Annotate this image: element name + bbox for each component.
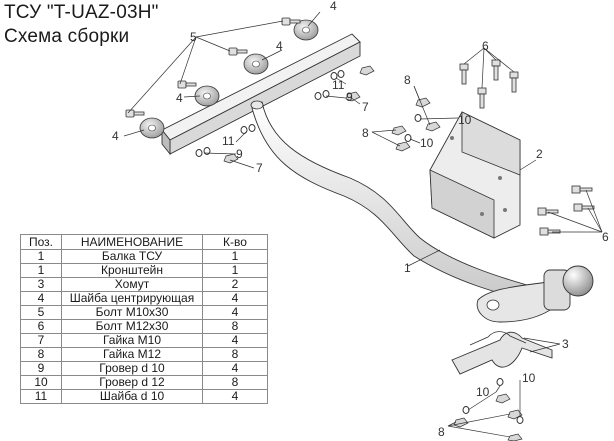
cell-quantity: 8 — [202, 319, 268, 334]
clamp-part — [451, 331, 553, 375]
table-row: 3 Хомут 2 — [20, 277, 268, 292]
callout-grover-12-a: 10 — [458, 113, 472, 127]
drawing-title: ТСУ "T-UAZ-03H" — [4, 2, 159, 23]
cell-name: Гровер d 10 — [61, 361, 203, 376]
cell-name: Гайка М12 — [61, 347, 203, 362]
table-row: 9 Гровер d 10 4 — [20, 361, 268, 376]
callout-bracket: 2 — [536, 147, 543, 161]
callout-grover-12-b: 10 — [420, 136, 434, 150]
callout-washer-center-d: 4 — [112, 129, 119, 143]
callout-clamp: 3 — [562, 337, 569, 351]
cell-position: 11 — [20, 389, 62, 404]
cell-position: 6 — [20, 319, 62, 334]
callout-labels: 5 4 4 4 4 6 6 11 9 7 11 9 7 8 10 8 10 2 … — [112, 0, 609, 439]
header-position: Поз. — [20, 234, 62, 250]
callout-nut-m12-a: 8 — [404, 73, 411, 87]
cell-name: Шайба d 10 — [61, 389, 203, 404]
cell-name: Шайба центрирующая — [61, 291, 203, 306]
callout-grover-10-b: 9 — [346, 90, 353, 104]
callout-beam: 1 — [404, 261, 411, 275]
callout-grover-10-c: 11 — [222, 134, 235, 148]
table-row: 11 Шайба d 10 4 — [20, 389, 268, 404]
centering-washers — [139, 19, 319, 139]
bolts-m10 — [125, 17, 301, 118]
callout-washer-center-b: 4 — [276, 39, 283, 53]
bracket-part — [429, 111, 521, 239]
parts-table: Поз. НАИМЕНОВАНИЕ К-во 1 Балка ТСУ 1 1 К… — [20, 234, 268, 404]
cell-name: Балка ТСУ — [61, 249, 203, 264]
cell-quantity: 4 — [202, 333, 268, 348]
cell-position: 10 — [20, 375, 62, 390]
fastener-washers — [195, 70, 524, 424]
header-quantity: К-во — [202, 234, 268, 250]
tow-beam-part — [250, 100, 594, 323]
cell-quantity: 8 — [202, 375, 268, 390]
callout-nut-m10-b: 7 — [256, 161, 263, 175]
cell-position: 4 — [20, 291, 62, 306]
callout-nut-m12-b: 8 — [362, 126, 369, 140]
callout-grover-12-c: 10 — [476, 385, 490, 399]
cell-quantity: 8 — [202, 347, 268, 362]
cell-position: 9 — [20, 361, 62, 376]
cell-position: 8 — [20, 347, 62, 362]
callout-bolt-m10: 5 — [190, 30, 197, 44]
cell-position: 1 — [20, 249, 62, 264]
cell-quantity: 4 — [202, 361, 268, 376]
parts-table-header: Поз. НАИМЕНОВАНИЕ К-во — [20, 234, 268, 250]
callout-washer-center-c: 4 — [176, 91, 183, 105]
cell-position: 5 — [20, 305, 62, 320]
callout-nut-m12-c: 8 — [438, 425, 445, 439]
callout-bolts-m12-side: 6 — [602, 230, 609, 244]
crossbar-part — [161, 33, 361, 156]
table-row: 10 Гровер d 12 8 — [20, 375, 268, 390]
cell-quantity: 4 — [202, 389, 268, 404]
cell-quantity: 1 — [202, 249, 268, 264]
callout-washer-center-a: 4 — [330, 0, 337, 13]
drawing-subtitle: Схема сборки — [4, 26, 130, 47]
callout-bolts-m12-top: 6 — [482, 39, 489, 53]
table-row: 4 Шайба центрирующая 4 — [20, 291, 268, 306]
cell-name: Гайка М10 — [61, 333, 203, 348]
cell-quantity: 4 — [202, 291, 268, 306]
cell-name: Гровер d 12 — [61, 375, 203, 390]
table-row: 7 Гайка М10 4 — [20, 333, 268, 348]
callout-grover-12-d: 10 — [522, 371, 536, 385]
cell-quantity: 1 — [202, 263, 268, 278]
table-row: 6 Болт М12х30 8 — [20, 319, 268, 334]
header-name: НАИМЕНОВАНИЕ — [61, 234, 203, 250]
table-row: 1 Балка ТСУ 1 — [20, 249, 268, 264]
callout-grover-10-a: 11 — [332, 78, 345, 92]
table-row: 8 Гайка М12 8 — [20, 347, 268, 362]
bolts-m12 — [459, 59, 595, 236]
leader-lines — [123, 11, 603, 438]
table-row: 1 Кронштейн 1 — [20, 263, 268, 278]
cell-quantity: 2 — [202, 277, 268, 292]
cell-position: 7 — [20, 333, 62, 348]
callout-nut-m10-a: 7 — [362, 100, 369, 114]
cell-position: 3 — [20, 277, 62, 292]
cell-quantity: 4 — [202, 305, 268, 320]
cell-position: 1 — [20, 263, 62, 278]
cell-name: Болт М12х30 — [61, 319, 203, 334]
cell-name: Кронштейн — [61, 263, 203, 278]
cell-name: Болт М10х30 — [61, 305, 203, 320]
cell-name: Хомут — [61, 277, 203, 292]
table-row: 5 Болт М10х30 4 — [20, 305, 268, 320]
callout-grover-10-d: 9 — [236, 147, 243, 161]
